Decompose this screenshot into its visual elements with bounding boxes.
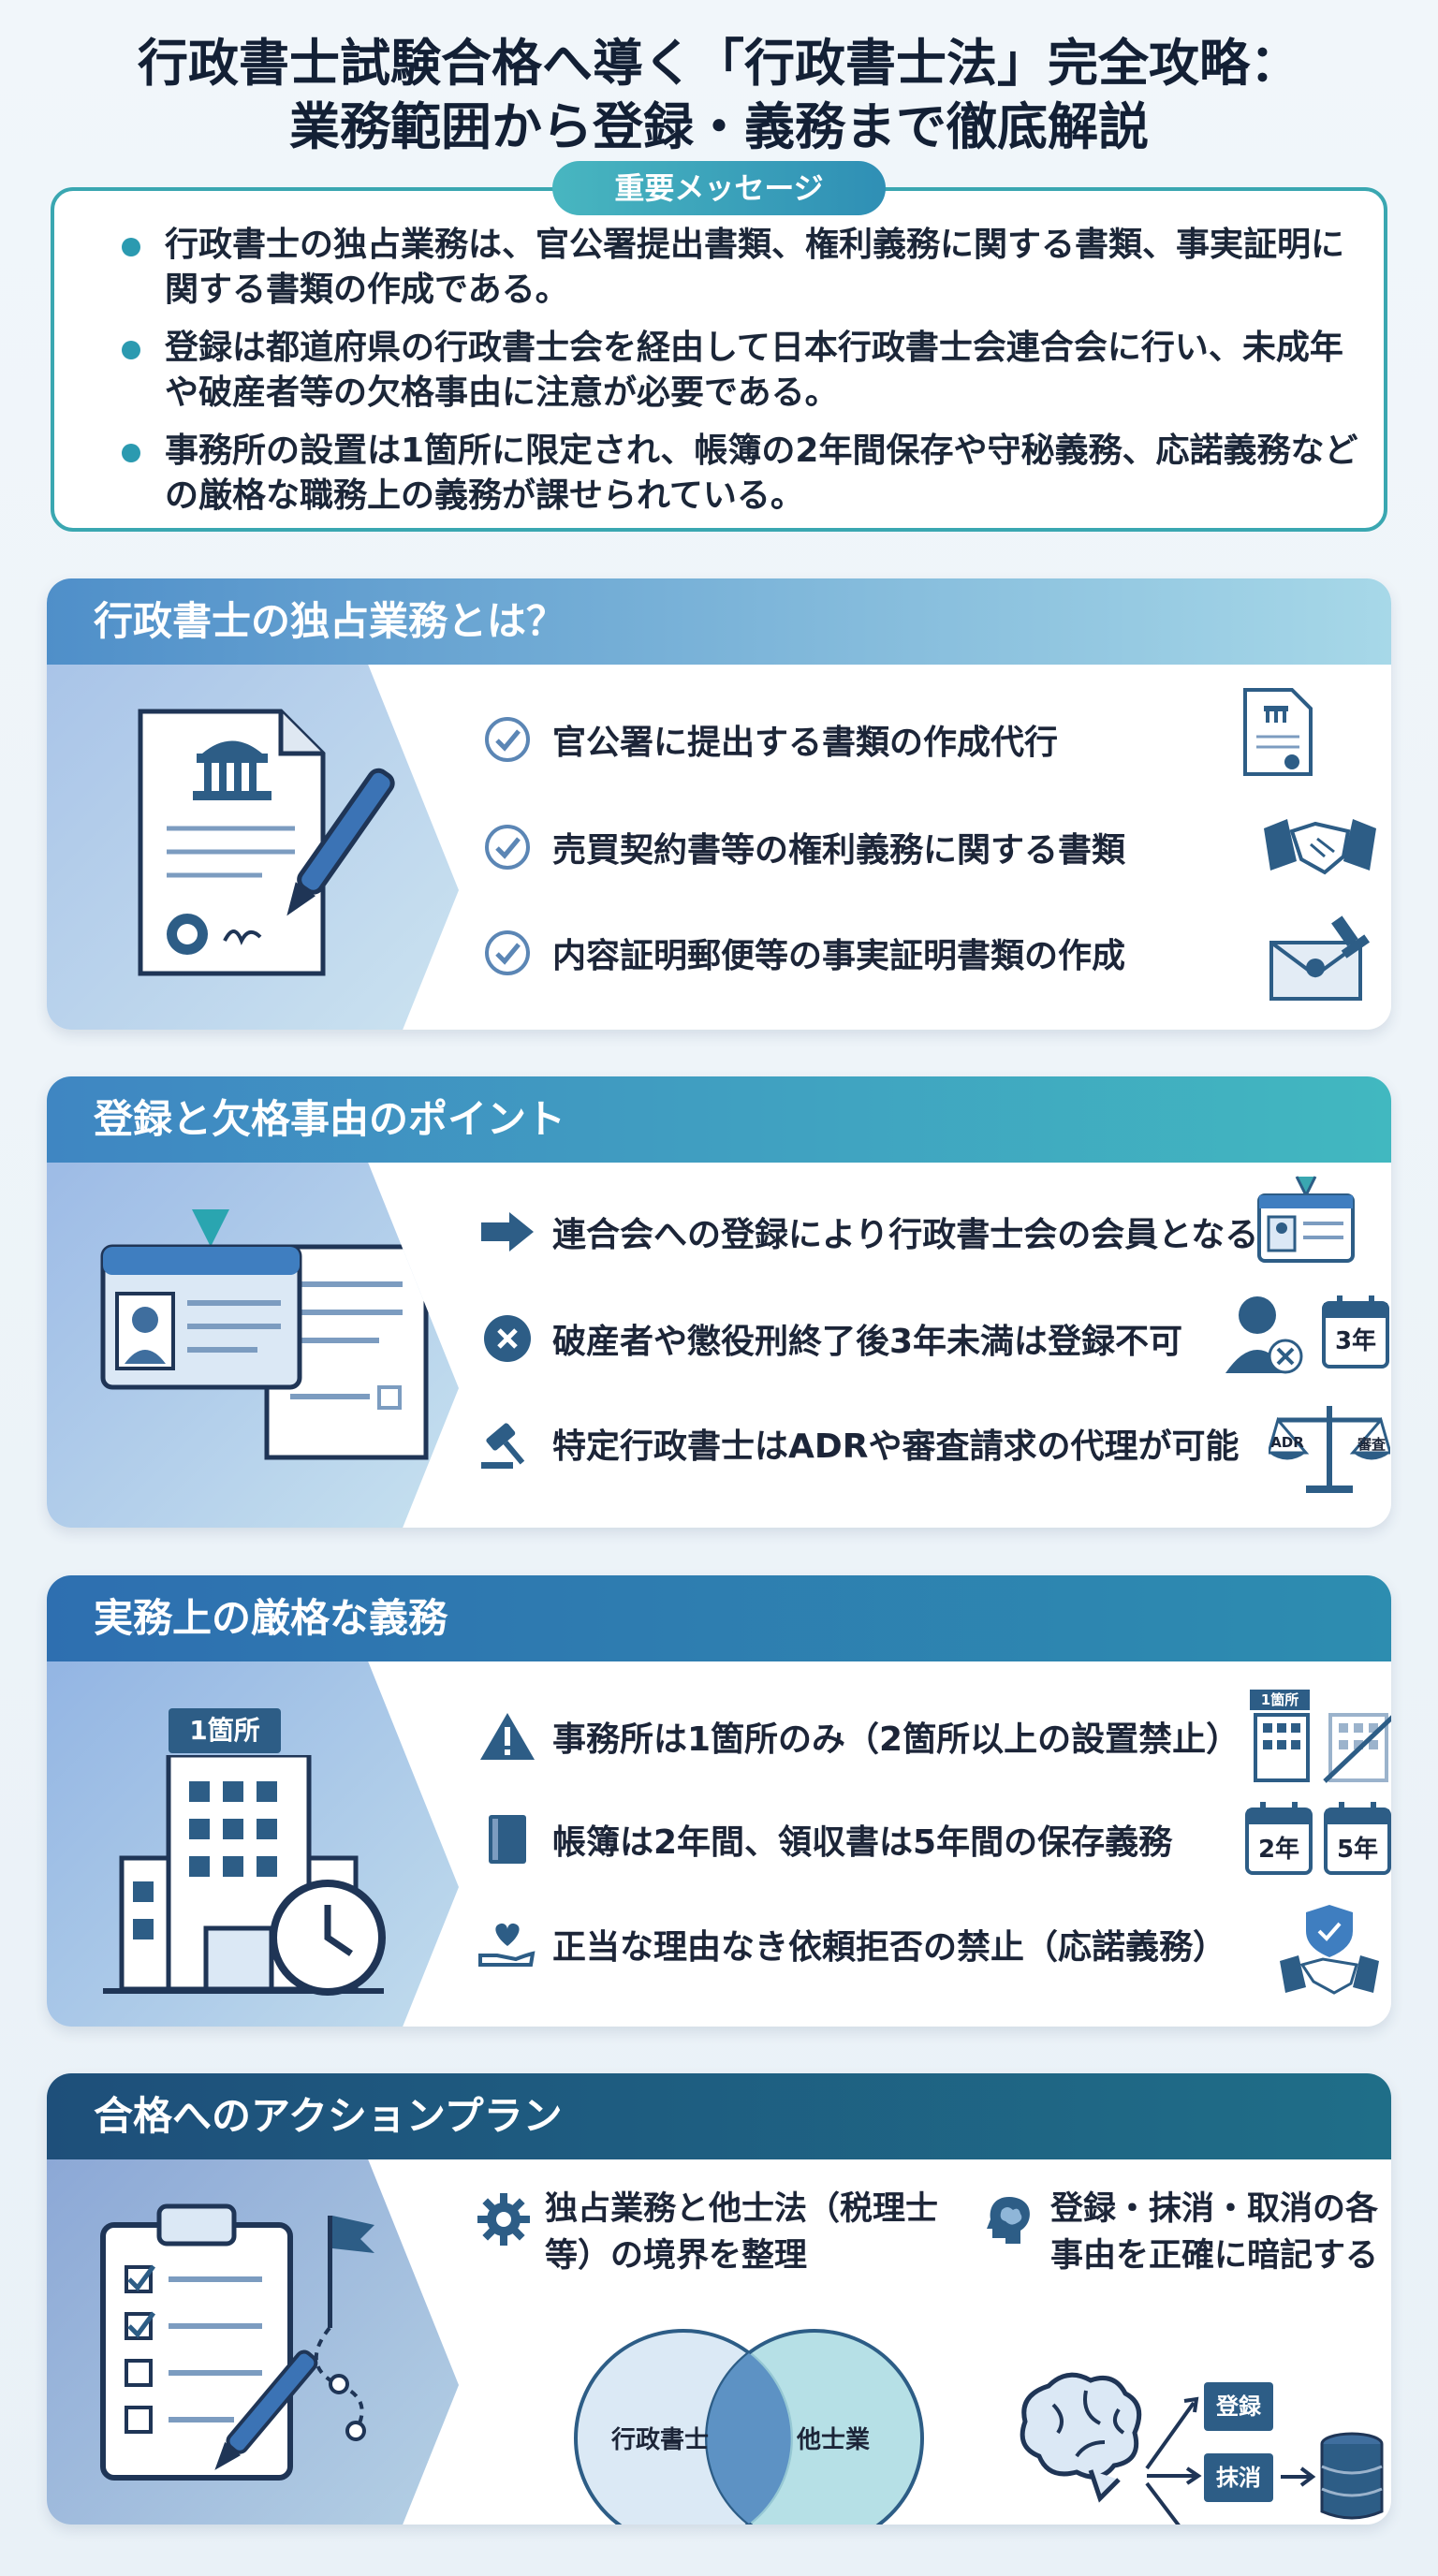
calendar-icon [1324, 1802, 1391, 1875]
section-title: 実務上の厳格な義務 [47, 1575, 1391, 1661]
section-body: 1箇所 事務所は1箇所のみ（2箇所以上の設置禁止） [47, 1661, 1391, 2027]
brain-head-icon [987, 2197, 1030, 2244]
section-registration: 登録と欠格事由のポイント 連合会への登録 [47, 1076, 1391, 1528]
sealed-envelope-icon [1269, 915, 1371, 1001]
flow-box-register: 登録 [1204, 2382, 1273, 2431]
venn-label-left: 行政書士 [610, 2425, 709, 2454]
key-message-item: 事務所の設置は1箇所に限定され、帳簿の2年間保存や守秘義務、応諾義務などの厳格な… [122, 429, 1376, 519]
list-item: 正当な理由なき依頼拒否の禁止（応諾義務） [477, 1907, 1226, 1982]
section-duties: 実務上の厳格な義務 1箇所 事務所は1箇所のみ（ [47, 1575, 1391, 2027]
id-card-icon [1257, 1176, 1355, 1263]
office-buildings-icon: 1箇所 [1250, 1690, 1391, 1783]
x-circle-icon [477, 1309, 537, 1368]
key-message-item: 登録は都道府県の行政書士会を経由して日本行政書士会連合会に行い、未成年や破産者等… [122, 326, 1376, 416]
list-item-text: 特定行政書士はADRや審査請求の代理が可能 [552, 1427, 1240, 1466]
list-item-text: 官公署に提出する書類の作成代行 [552, 724, 1059, 762]
calendar-icon: 3年 [1320, 1294, 1391, 1370]
flow-arrows [1145, 2396, 1202, 2525]
gear-icon [477, 2193, 530, 2246]
calendar-badge: 5年 [1336, 1836, 1379, 1864]
shield-handshake-icon [1280, 1905, 1379, 1995]
gavel-icon [477, 1413, 537, 1473]
illustration-panel [47, 1163, 459, 1528]
list-item-text: 内容証明郵便等の事実証明書類の作成 [552, 937, 1126, 975]
plan-item-text: 独占業務と他士法（税理士等）の境界を整理 [545, 2190, 939, 2275]
check-icon [477, 710, 537, 769]
document-pen-icon [138, 709, 395, 976]
key-message-item: 行政書士の独占業務は、官公署提出書類、権利義務に関する書類、事実証明に関する書類… [122, 223, 1376, 313]
calendar-badge: 3年 [1334, 1327, 1377, 1355]
page-title: 行政書士試験合格へ導く「行政書士法」完全攻略： 業務範囲から登録・義務まで徹底解… [0, 32, 1438, 159]
brain-icon [1020, 2372, 1142, 2503]
section-action-plan: 合格へのアクションプラン [47, 2073, 1391, 2525]
list-item: 売買契約書等の権利義務に関する書類 [477, 810, 1125, 885]
section-title: 行政書士の独占業務とは？ [47, 578, 1391, 665]
plan-item-text: 登録・抹消・取消の各事由を正確に暗記する [1050, 2190, 1379, 2275]
book-icon [477, 1809, 537, 1869]
list-item-text: 帳簿は2年間、領収書は5年間の保存義務 [552, 1823, 1173, 1862]
plan-item: 独占業務と他士法（税理士等）の境界を整理 [477, 2186, 946, 2289]
office-building-clock-icon [103, 1755, 386, 1996]
id-badge-icon [100, 1209, 429, 1460]
section-body: 連合会への登録により行政書士会の会員となる 破産者や懲役刑終了後3年未満は登録不… [47, 1163, 1391, 1528]
arrow-right-icon [477, 1202, 537, 1262]
list-item: 破産者や懲役刑終了後3年未満は登録不可 [477, 1301, 1182, 1376]
office-count-badge: 1箇所 [169, 1708, 281, 1753]
list-item-text: 正当な理由なき依頼拒否の禁止（応諾義務） [552, 1928, 1227, 1967]
scale-label-left: ADR [1270, 1434, 1304, 1451]
list-item: 官公署に提出する書類の作成代行 [477, 702, 1058, 777]
government-document-icon [1243, 688, 1313, 776]
calendar-icon [1245, 1802, 1313, 1875]
list-item: 内容証明郵便等の事実証明書類の作成 [477, 915, 1125, 990]
illustration-panel: 1箇所 [47, 1661, 459, 2027]
key-message-box: 行政書士の独占業務は、官公署提出書類、権利義務に関する書類、事実証明に関する書類… [51, 187, 1387, 532]
plan-item: 登録・抹消・取消の各事由を正確に暗記する [983, 2186, 1386, 2289]
key-message-list: 行政書士の独占業務は、官公署提出書類、権利義務に関する書類、事実証明に関する書類… [122, 223, 1376, 532]
list-item: 帳簿は2年間、領収書は5年間の保存義務 [477, 1802, 1172, 1877]
check-icon [477, 817, 537, 877]
checklist-clipboard-icon [100, 2203, 374, 2481]
user-blocked-icon [1225, 1296, 1303, 1374]
list-item-text: 連合会への登録により行政書士会の会員となる [552, 1216, 1259, 1254]
section-body: 官公署に提出する書類の作成代行 売買契約書等の権利義務に関する書類 内容証明郵便… [47, 665, 1391, 1030]
warning-icon [477, 1706, 537, 1766]
key-message-tag: 重要メッセージ [552, 161, 886, 215]
venn-diagram: 行政書士 他士業 [574, 2329, 924, 2525]
office-badge: 1箇所 [1250, 1690, 1310, 1710]
title-line-2: 業務範囲から登録・義務まで徹底解説 [289, 97, 1149, 156]
database-icon [1320, 2432, 1384, 2520]
section-body: 独占業務と他士法（税理士等）の境界を整理 登録・抹消・取消の各事由を正確に暗記す… [47, 2159, 1391, 2525]
list-item: 事務所は1箇所のみ（2箇所以上の設置禁止） [477, 1699, 1240, 1774]
illustration-panel [47, 2159, 459, 2525]
illustration-panel [47, 665, 459, 1030]
list-item: 特定行政書士はADRや審査請求の代理が可能 [477, 1406, 1239, 1481]
check-icon [477, 923, 537, 983]
scale-icon: ADR 審査 [1269, 1397, 1390, 1500]
list-item-text: 売買契約書等の権利義務に関する書類 [552, 831, 1126, 870]
venn-label-right: 他士業 [796, 2426, 870, 2454]
list-item-text: 破産者や懲役刑終了後3年未満は登録不可 [552, 1323, 1183, 1361]
section-title: 登録と欠格事由のポイント [47, 1076, 1391, 1163]
flow-box-erase: 抹消 [1204, 2453, 1273, 2502]
heart-hand-icon [477, 1914, 537, 1974]
calendar-badge: 2年 [1257, 1836, 1300, 1864]
list-item-text: 事務所は1箇所のみ（2箇所以上の設置禁止） [552, 1720, 1240, 1759]
section-exclusive-work: 行政書士の独占業務とは？ [47, 578, 1391, 1030]
list-item: 連合会への登録により行政書士会の会員となる [477, 1194, 1258, 1269]
arrow-right-icon [1281, 2466, 1316, 2487]
title-line-1: 行政書士試験合格へ導く「行政書士法」完全攻略： [138, 34, 1300, 93]
scale-label-right: 審査 [1357, 1436, 1386, 1453]
handshake-icon [1264, 819, 1376, 875]
section-title: 合格へのアクションプラン [47, 2073, 1391, 2159]
